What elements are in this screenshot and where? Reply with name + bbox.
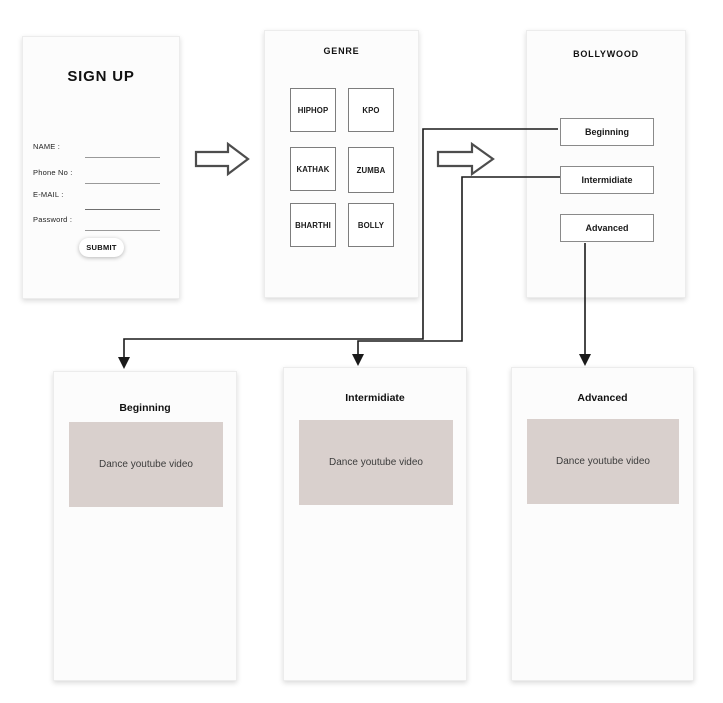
signup-title: SIGN UP <box>67 68 135 85</box>
email-label: E-MAIL : <box>33 190 64 199</box>
genre-screen: GENRE HIPHOP KPO KATHAK ZUMBA BHARTHI BO… <box>264 30 419 298</box>
phone-input[interactable] <box>85 183 160 184</box>
genre-option-kathak[interactable]: KATHAK <box>290 147 336 191</box>
name-label: NAME : <box>33 142 61 151</box>
connector-advanced-arrowhead-icon <box>579 354 591 366</box>
bollywood-screen: BOLLYWOOD Beginning Intermidiate Advance… <box>526 30 686 298</box>
submit-button[interactable]: SUBMIT <box>79 238 124 257</box>
connector-beginning-arrowhead-icon <box>118 357 130 369</box>
genre-title: GENRE <box>323 46 360 56</box>
name-input[interactable] <box>85 157 160 158</box>
intermidiate-video-placeholder[interactable]: Dance youtube video <box>299 420 453 505</box>
password-input[interactable] <box>85 230 160 231</box>
phone-label: Phone No : <box>33 168 73 177</box>
intermidiate-screen-title: Intermidiate <box>345 392 405 404</box>
beginning-video-placeholder[interactable]: Dance youtube video <box>69 422 223 507</box>
genre-option-bharthi[interactable]: BHARTHI <box>290 203 336 247</box>
genre-option-bolly[interactable]: BOLLY <box>348 203 394 247</box>
connector-intermidiate-arrowhead-icon <box>352 354 364 366</box>
flow-arrow-right-icon <box>436 141 495 177</box>
beginning-level-screen: Beginning Dance youtube video <box>53 371 237 681</box>
intermidiate-level-screen: Intermidiate Dance youtube video <box>283 367 467 681</box>
advanced-level-screen: Advanced Dance youtube video <box>511 367 694 681</box>
genre-option-kpo[interactable]: KPO <box>348 88 394 132</box>
flow-arrow-right-icon <box>194 141 250 177</box>
genre-option-hiphop[interactable]: HIPHOP <box>290 88 336 132</box>
password-label: Password : <box>33 215 73 224</box>
advanced-screen-title: Advanced <box>577 392 628 404</box>
beginning-screen-title: Beginning <box>119 402 171 414</box>
intermidiate-level-button[interactable]: Intermidiate <box>560 166 654 194</box>
advanced-video-placeholder[interactable]: Dance youtube video <box>527 419 679 504</box>
beginning-level-button[interactable]: Beginning <box>560 118 654 146</box>
advanced-level-button[interactable]: Advanced <box>560 214 654 242</box>
genre-option-zumba[interactable]: ZUMBA <box>348 147 394 193</box>
email-input[interactable] <box>85 209 160 210</box>
bollywood-title: BOLLYWOOD <box>573 49 639 59</box>
signup-screen: SIGN UP NAME : Phone No : E-MAIL : Passw… <box>22 36 180 299</box>
